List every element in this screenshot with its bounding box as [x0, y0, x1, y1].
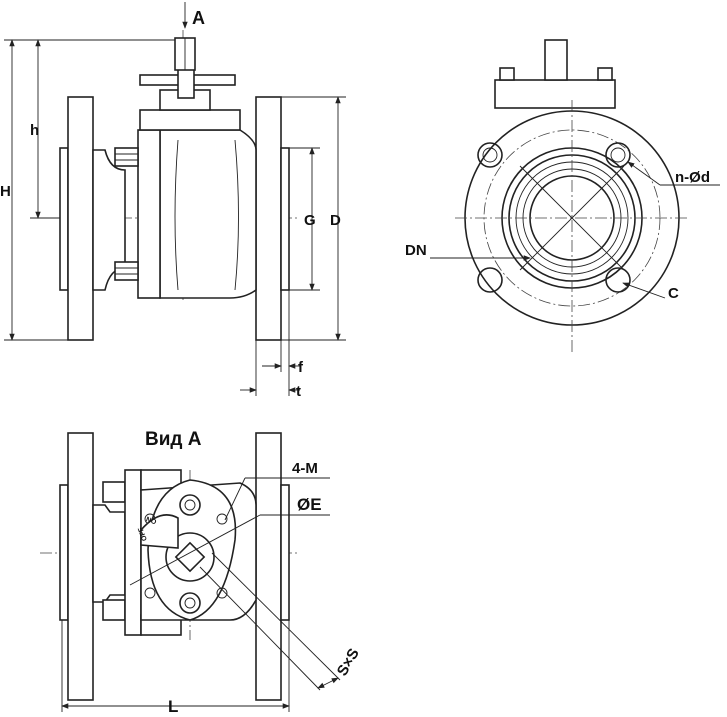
dim-t-label: t — [296, 383, 301, 400]
bolt-holes — [477, 142, 631, 293]
top-view: ON OFF Вид А 4-M ØE S×S L — [40, 429, 363, 716]
front-view: n-Ød DN C — [405, 39, 720, 355]
dim-H-label: H — [0, 183, 11, 200]
side-view: A H h G D f t — [0, 2, 346, 400]
off-marker: OFF — [137, 525, 149, 541]
dim-E-label: ØE — [297, 495, 322, 514]
dim-holes-label: n-Ød — [675, 169, 710, 186]
view-arrow-label: A — [192, 8, 205, 28]
dim-h-label: h — [30, 122, 39, 139]
dim-DN-label: DN — [405, 242, 427, 259]
dim-G-label: G — [304, 212, 316, 229]
dim-SxS-label: S×S — [334, 646, 363, 679]
dim-4M-label: 4-M — [292, 460, 318, 477]
dim-D-label: D — [330, 212, 341, 229]
dim-C-label: C — [668, 285, 679, 302]
on-marker: ON — [145, 515, 157, 525]
dim-f-label: f — [298, 359, 304, 376]
view-title: Вид А — [145, 429, 202, 450]
dim-L-label: L — [168, 697, 178, 716]
